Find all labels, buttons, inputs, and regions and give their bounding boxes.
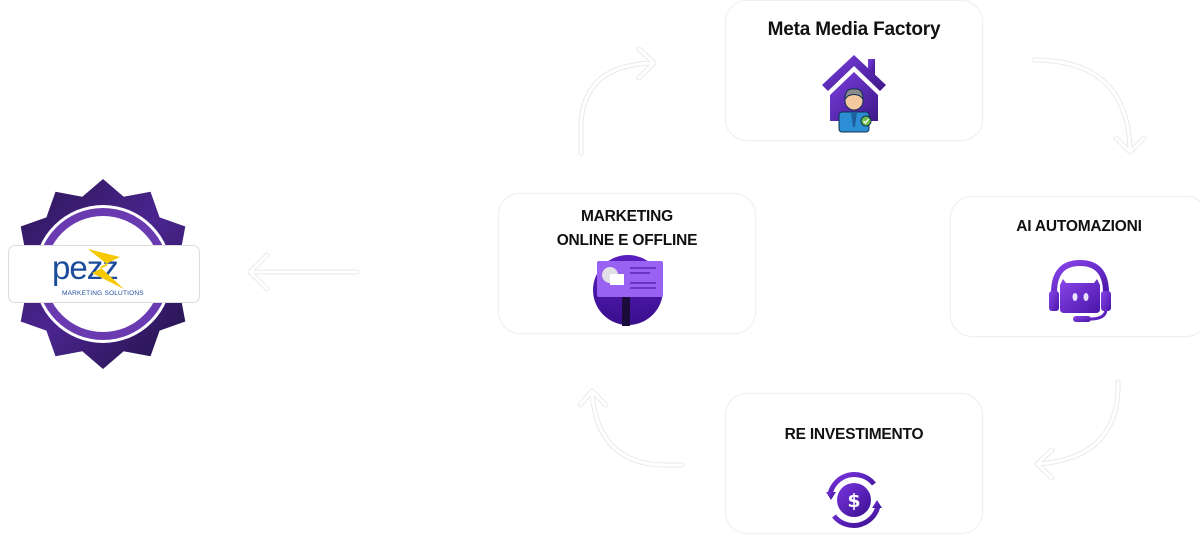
- step-card-re-investimento: RE INVESTIMENTO $: [725, 393, 983, 534]
- step-card-meta-media-factory: Meta Media Factory: [725, 0, 983, 141]
- robot-headset-icon: [1049, 259, 1111, 322]
- house-person-icon: [822, 55, 886, 133]
- step-title: RE INVESTIMENTO: [784, 426, 924, 443]
- svg-text:$: $: [847, 490, 860, 512]
- step-title: Meta Media Factory: [767, 19, 941, 40]
- step-card-ai-automazioni: AI AUTOMAZIONI: [950, 196, 1200, 337]
- lightning-bolt-icon: [88, 249, 124, 289]
- arrow-to-brand: [247, 252, 360, 292]
- arrow-meta-to-ai: [1031, 57, 1147, 155]
- step-title-line-1: MARKETING: [580, 208, 674, 225]
- dollar-cycle-icon: $: [826, 472, 882, 528]
- arrow-mkt-to-meta: [578, 46, 657, 156]
- step-card-marketing: MARKETING ONLINE E OFFLINE: [498, 193, 756, 334]
- step-title-line-2: ONLINE E OFFLINE: [556, 232, 698, 249]
- billboard-icon: [593, 255, 663, 326]
- arrow-ai-to-reinv: [1034, 379, 1121, 481]
- step-title: AI AUTOMAZIONI: [1016, 218, 1142, 235]
- step-title: MARKETING ONLINE E OFFLINE: [557, 205, 698, 253]
- arrow-reinv-to-mkt: [577, 388, 685, 468]
- brand-tagline: MARKETING SOLUTIONS: [62, 290, 144, 297]
